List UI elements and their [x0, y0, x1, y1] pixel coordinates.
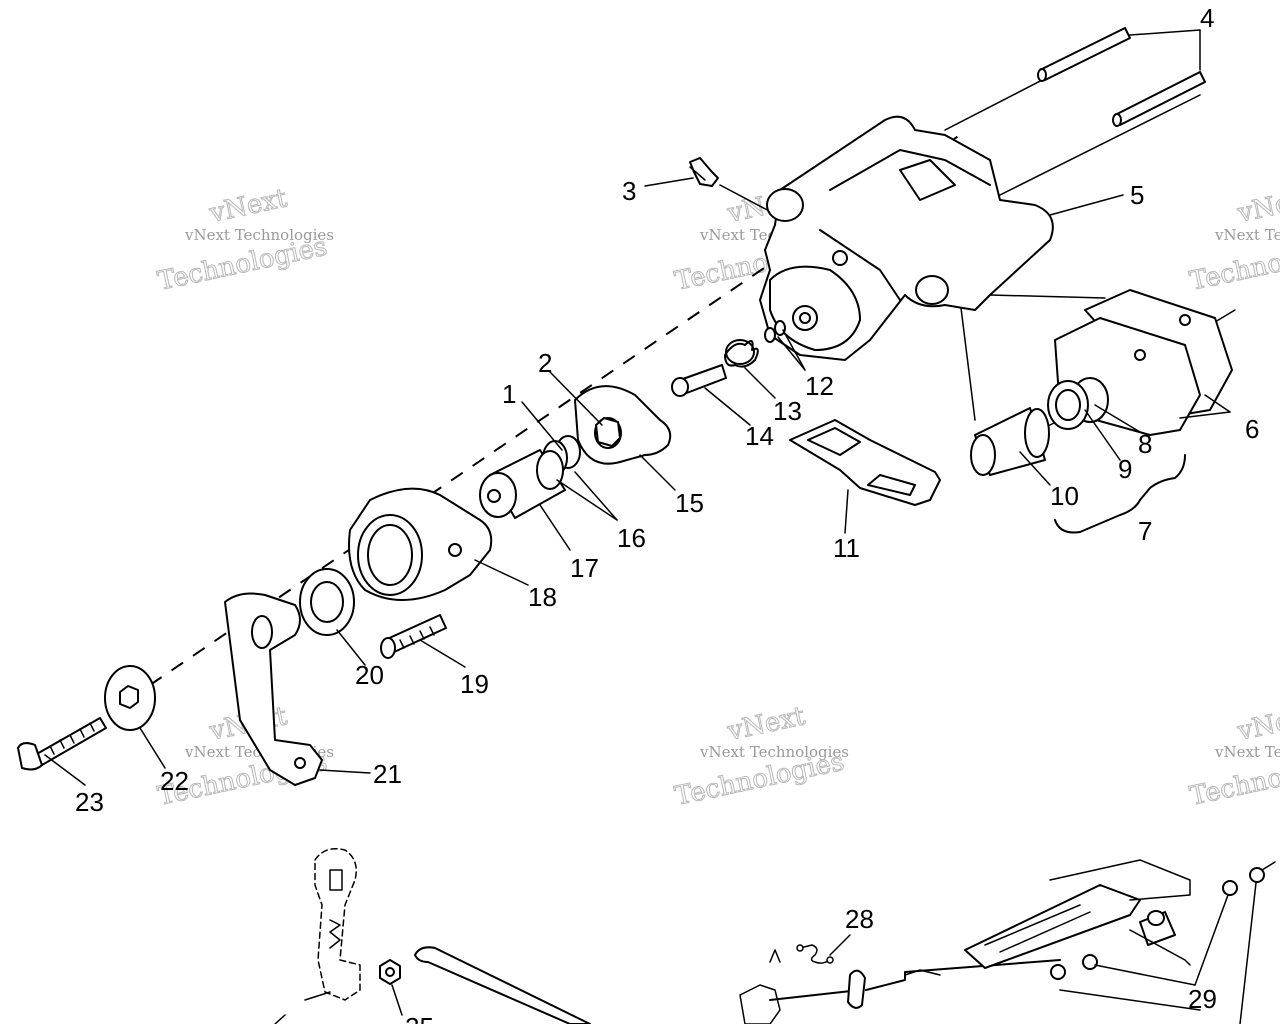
watermark-text: vNext Technologies	[699, 743, 849, 761]
watermark-brand: vNext	[1234, 183, 1280, 229]
watermark-top-left: vNext vNext Technologies Technologies	[155, 183, 334, 298]
watermark-brand: vNext	[206, 183, 290, 229]
watermark-bottom-right: vNext vNext Technologies Technologies	[1187, 701, 1280, 813]
callout-3: 3	[622, 176, 636, 206]
callout-16: 16	[617, 523, 646, 553]
callout-14: 14	[745, 421, 774, 451]
part-29-bushings	[1050, 861, 1276, 980]
callout-10: 10	[1050, 481, 1079, 511]
watermark-top-right: vNext vNext Technologies Technologies	[1187, 183, 1280, 298]
callout-28: 28	[845, 904, 874, 934]
bottom-rod	[414, 946, 591, 1024]
callout-25: 25	[405, 1012, 434, 1024]
callout-2: 2	[538, 348, 552, 378]
part-20-washer	[299, 568, 355, 636]
part-10-piston	[970, 407, 1050, 476]
part-4-pins	[1037, 27, 1206, 127]
callout-23: 23	[75, 787, 104, 817]
leader-lines	[44, 29, 1257, 1024]
part-21-lever	[224, 592, 323, 786]
watermark-brand: vNext	[724, 701, 808, 747]
part-22-washer	[104, 665, 156, 731]
callout-7: 7	[1138, 516, 1152, 546]
part-5-master-cylinder	[759, 115, 1054, 361]
part-7-bracket-line	[1054, 454, 1186, 534]
part-18-housing	[348, 487, 493, 601]
callout-8: 8	[1138, 429, 1152, 459]
part-3-bleeder-valve	[689, 157, 719, 187]
callout-4: 4	[1200, 3, 1214, 33]
bottom-pedal-arm	[274, 848, 361, 1024]
part-19-bolt	[380, 614, 447, 659]
callout-22: 22	[160, 766, 189, 796]
part-12-washers	[764, 320, 786, 343]
part-13-spring	[724, 339, 759, 368]
part-28-spring-clip	[796, 944, 834, 964]
callout-11: 11	[833, 533, 860, 563]
part-23-long-bolt	[17, 717, 107, 771]
callout-15: 15	[675, 488, 704, 518]
part-15-cap-plate	[574, 385, 672, 465]
callout-19: 19	[460, 669, 489, 699]
callout-6: 6	[1245, 414, 1259, 444]
watermark-text: vNext Technologies	[184, 226, 334, 244]
callout-20: 20	[355, 660, 384, 690]
callout-5: 5	[1130, 180, 1144, 210]
callout-21: 21	[373, 759, 402, 789]
part-11-gasket	[789, 419, 941, 506]
callout-18: 18	[528, 582, 557, 612]
part-14-pushrod	[671, 364, 727, 397]
callout-9: 9	[1118, 454, 1132, 484]
watermark-text: vNext Technologies	[1214, 743, 1280, 761]
bottom-brake-pedal	[739, 859, 1201, 1024]
callout-13: 13	[773, 396, 802, 426]
callout-17: 17	[570, 553, 599, 583]
watermark-brand: vNext	[1234, 701, 1280, 747]
callout-1: 1	[502, 379, 516, 409]
part-8-9-seal-ring	[1047, 377, 1109, 430]
part-17-piston-shaft	[479, 449, 566, 519]
watermark-text: vNext Technologies	[1214, 226, 1280, 244]
callout-12: 12	[805, 371, 834, 401]
callout-labels: 1 2 3 4 5 6 7 8 9 10 11 12 13 14 15 16 1…	[75, 3, 1259, 1024]
part-25-nut	[379, 959, 401, 985]
callout-29: 29	[1188, 984, 1217, 1014]
watermark-bottom-center: vNext vNext Technologies Technologies	[672, 701, 849, 813]
